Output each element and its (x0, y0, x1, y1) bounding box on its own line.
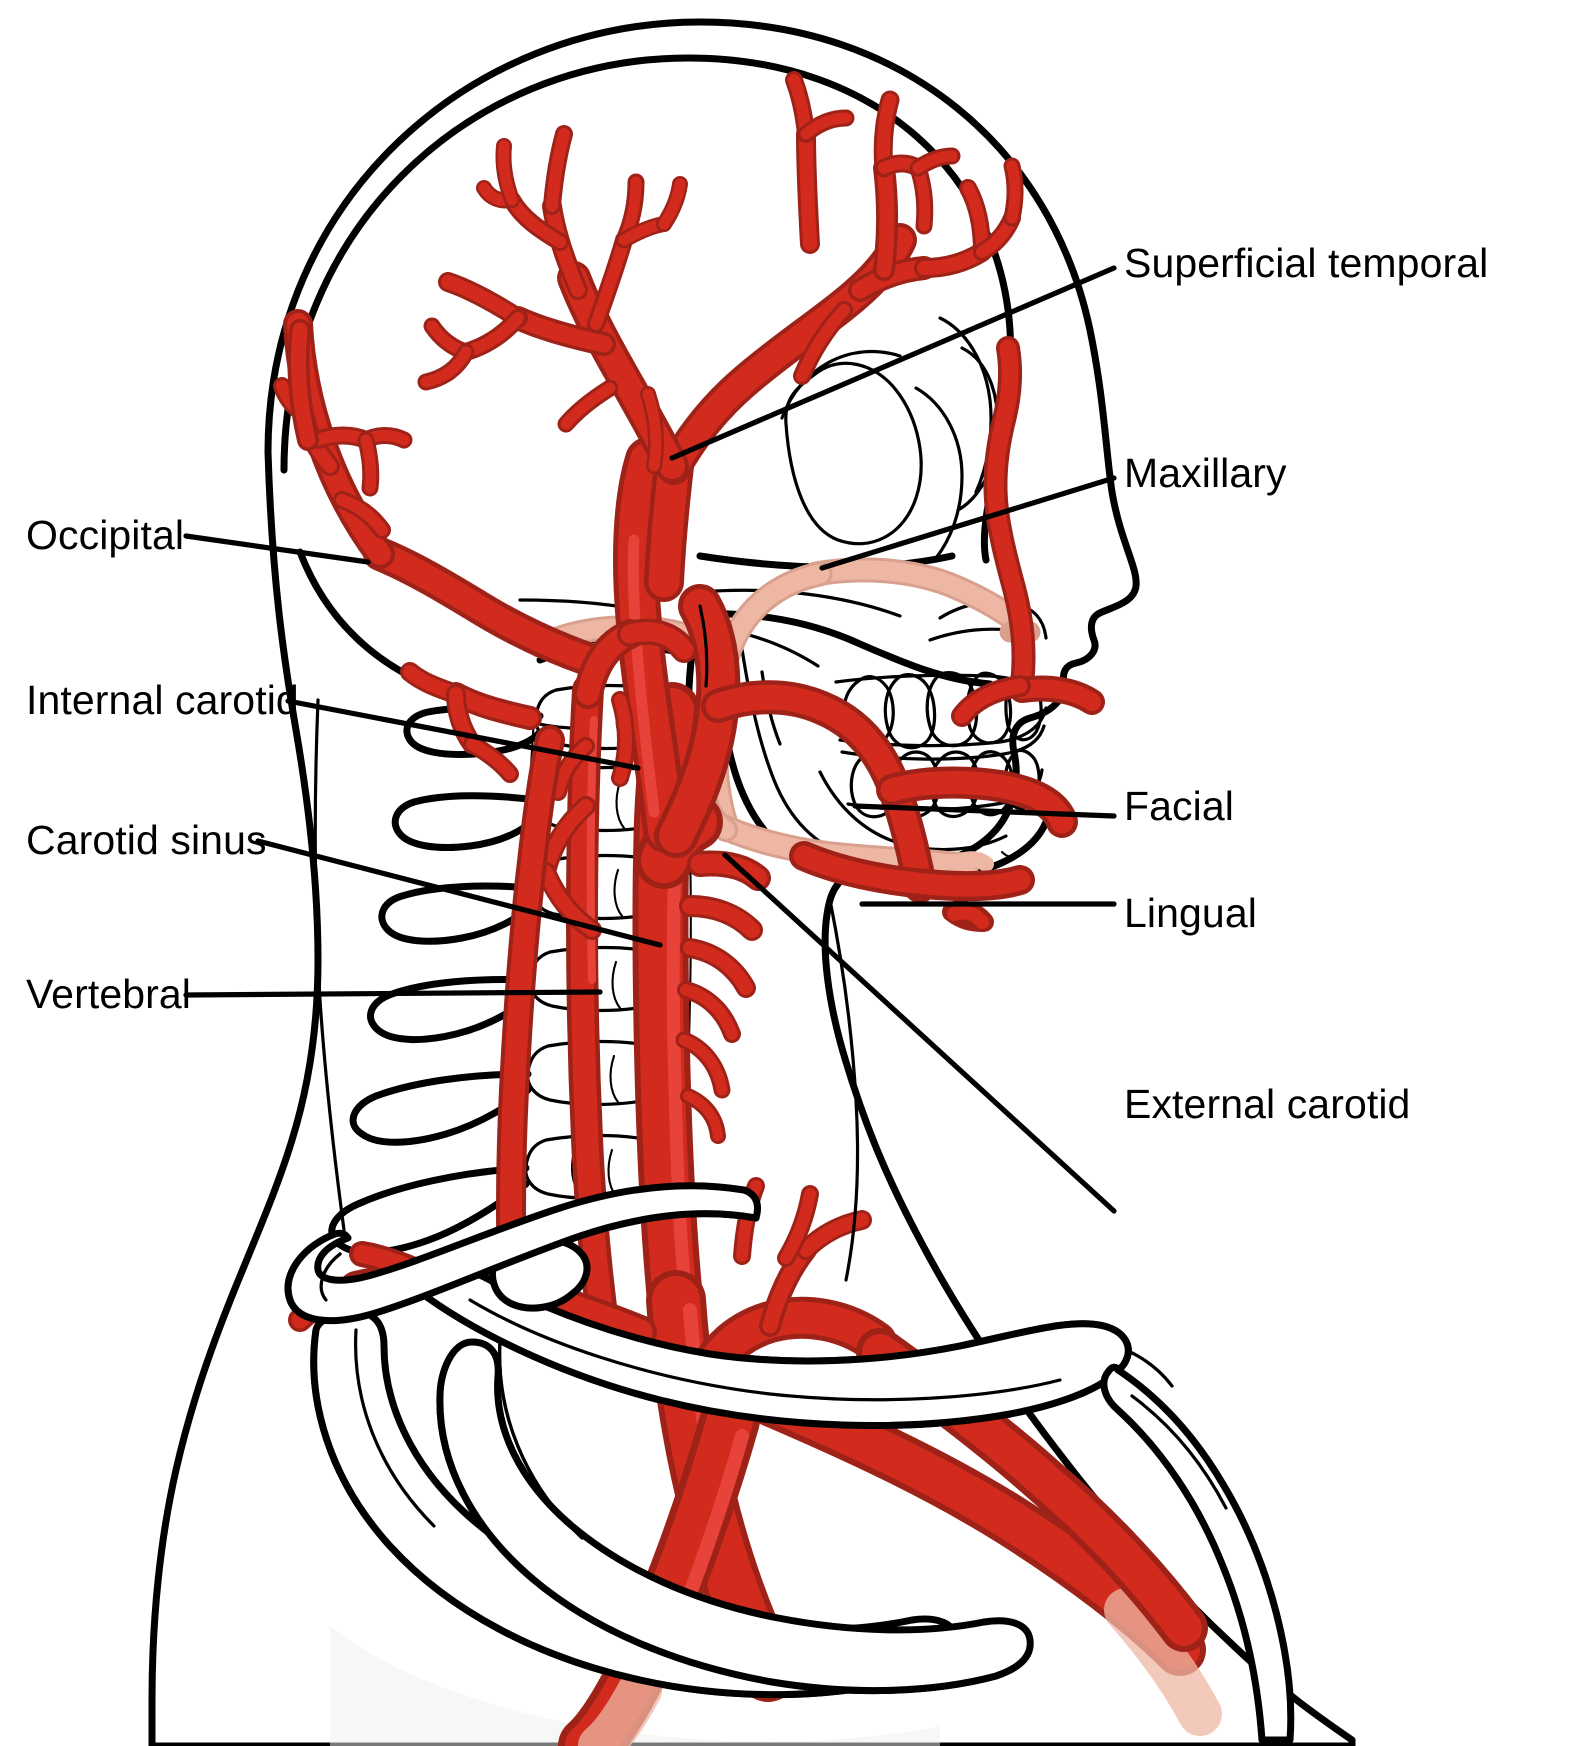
label-external-carotid: External carotid (1124, 1081, 1411, 1127)
leader-lines (183, 265, 1117, 1214)
label-internal-carotid: Internal carotid (26, 677, 299, 723)
leader-line-internal-carotid (285, 698, 641, 771)
leader-line-lingual (852, 803, 1117, 819)
thorax-foreground (284, 1182, 1295, 1744)
neck-contour (313, 604, 860, 1282)
leader-line-external-carotid (722, 852, 1117, 1214)
leader-line-maxillary (819, 475, 1117, 571)
label-occipital: Occipital (26, 512, 185, 558)
label-facial: Facial (1124, 783, 1234, 829)
label-vertebral: Vertebral (26, 971, 192, 1017)
leader-line-superficial-temporal (669, 265, 1117, 461)
leader-line-occipital (183, 533, 371, 565)
label-carotid-sinus: Carotid sinus (26, 817, 267, 863)
label-maxillary: Maxillary (1124, 450, 1287, 496)
label-lingual: Lingual (1124, 890, 1257, 936)
leader-line-vertebral (183, 989, 603, 998)
label-superficial-temporal: Superficial temporal (1124, 240, 1489, 286)
leader-line-carotid-sinus (255, 838, 663, 948)
